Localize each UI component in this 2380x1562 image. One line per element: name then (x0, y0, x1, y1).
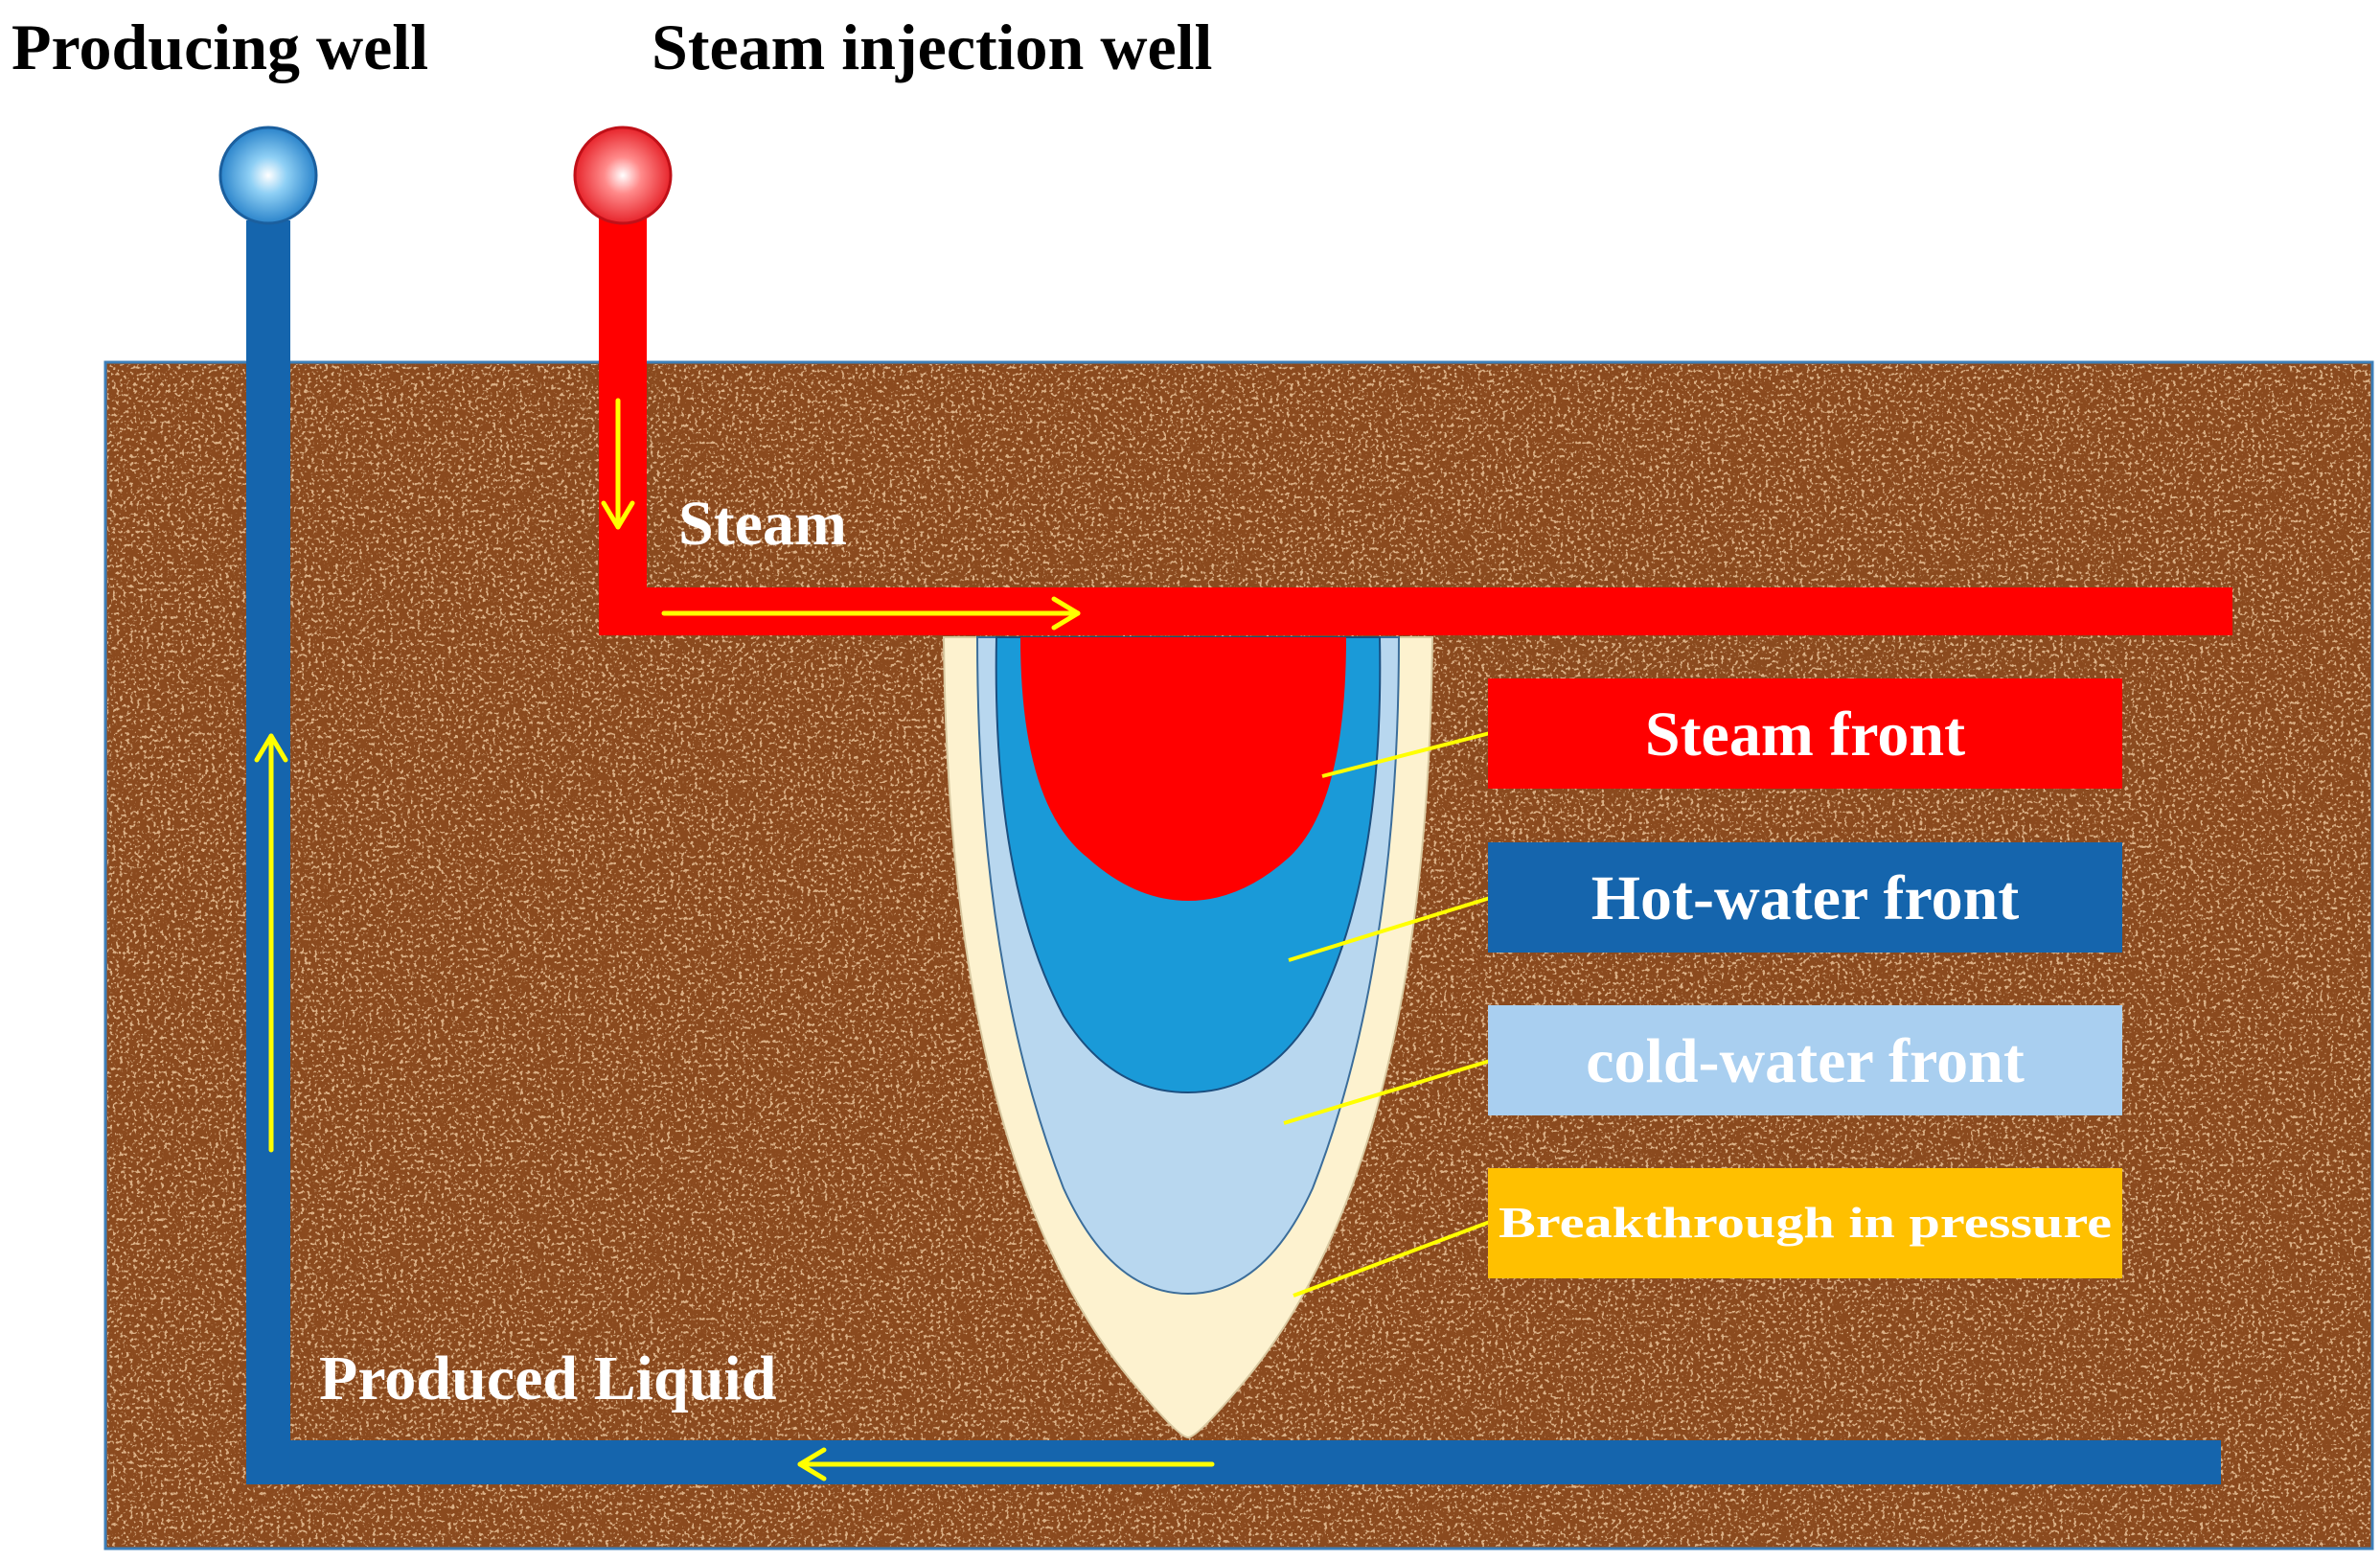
legend-steam-front-label: Steam front (1645, 700, 1965, 770)
steam-label: Steam (678, 489, 847, 559)
arrow-produced-left-icon (797, 1447, 1215, 1482)
legend-breakthrough-label: Breakthrough in pressure (1499, 1198, 2112, 1247)
producing-well-head-icon (218, 126, 318, 225)
legend-cold-water-front-box (1488, 1005, 2122, 1115)
produced-liquid-label: Produced Liquid (319, 1344, 776, 1413)
arrow-produced-up-icon (254, 733, 288, 1153)
steam-injection-head-icon (573, 126, 673, 225)
leader-hot-water-front (1288, 896, 1491, 962)
steam-injection-well-label: Steam injection well (652, 11, 1212, 83)
legend-cold-water-front-label: cold-water front (1586, 1026, 2025, 1096)
legend-hot-water-front-box (1488, 842, 2122, 953)
steam-injection-pipe (599, 218, 2232, 635)
producing-well-pipe (246, 220, 2221, 1484)
flow-arrows (254, 398, 1215, 1482)
legend-breakthrough-box (1488, 1168, 2122, 1278)
legend-hot-water-front-label: Hot-water front (1591, 863, 2020, 933)
leader-cold-water-front (1283, 1059, 1491, 1125)
producing-well-label: Producing well (11, 11, 428, 83)
leader-breakthrough (1293, 1220, 1491, 1298)
arrow-steam-down-icon (601, 398, 635, 530)
arrow-steam-right-icon (661, 596, 1081, 631)
leader-steam-front (1321, 731, 1491, 778)
steam-zone (1020, 637, 1346, 901)
leader-lines (1283, 731, 1491, 1298)
legend-steam-front-box (1488, 678, 2122, 789)
